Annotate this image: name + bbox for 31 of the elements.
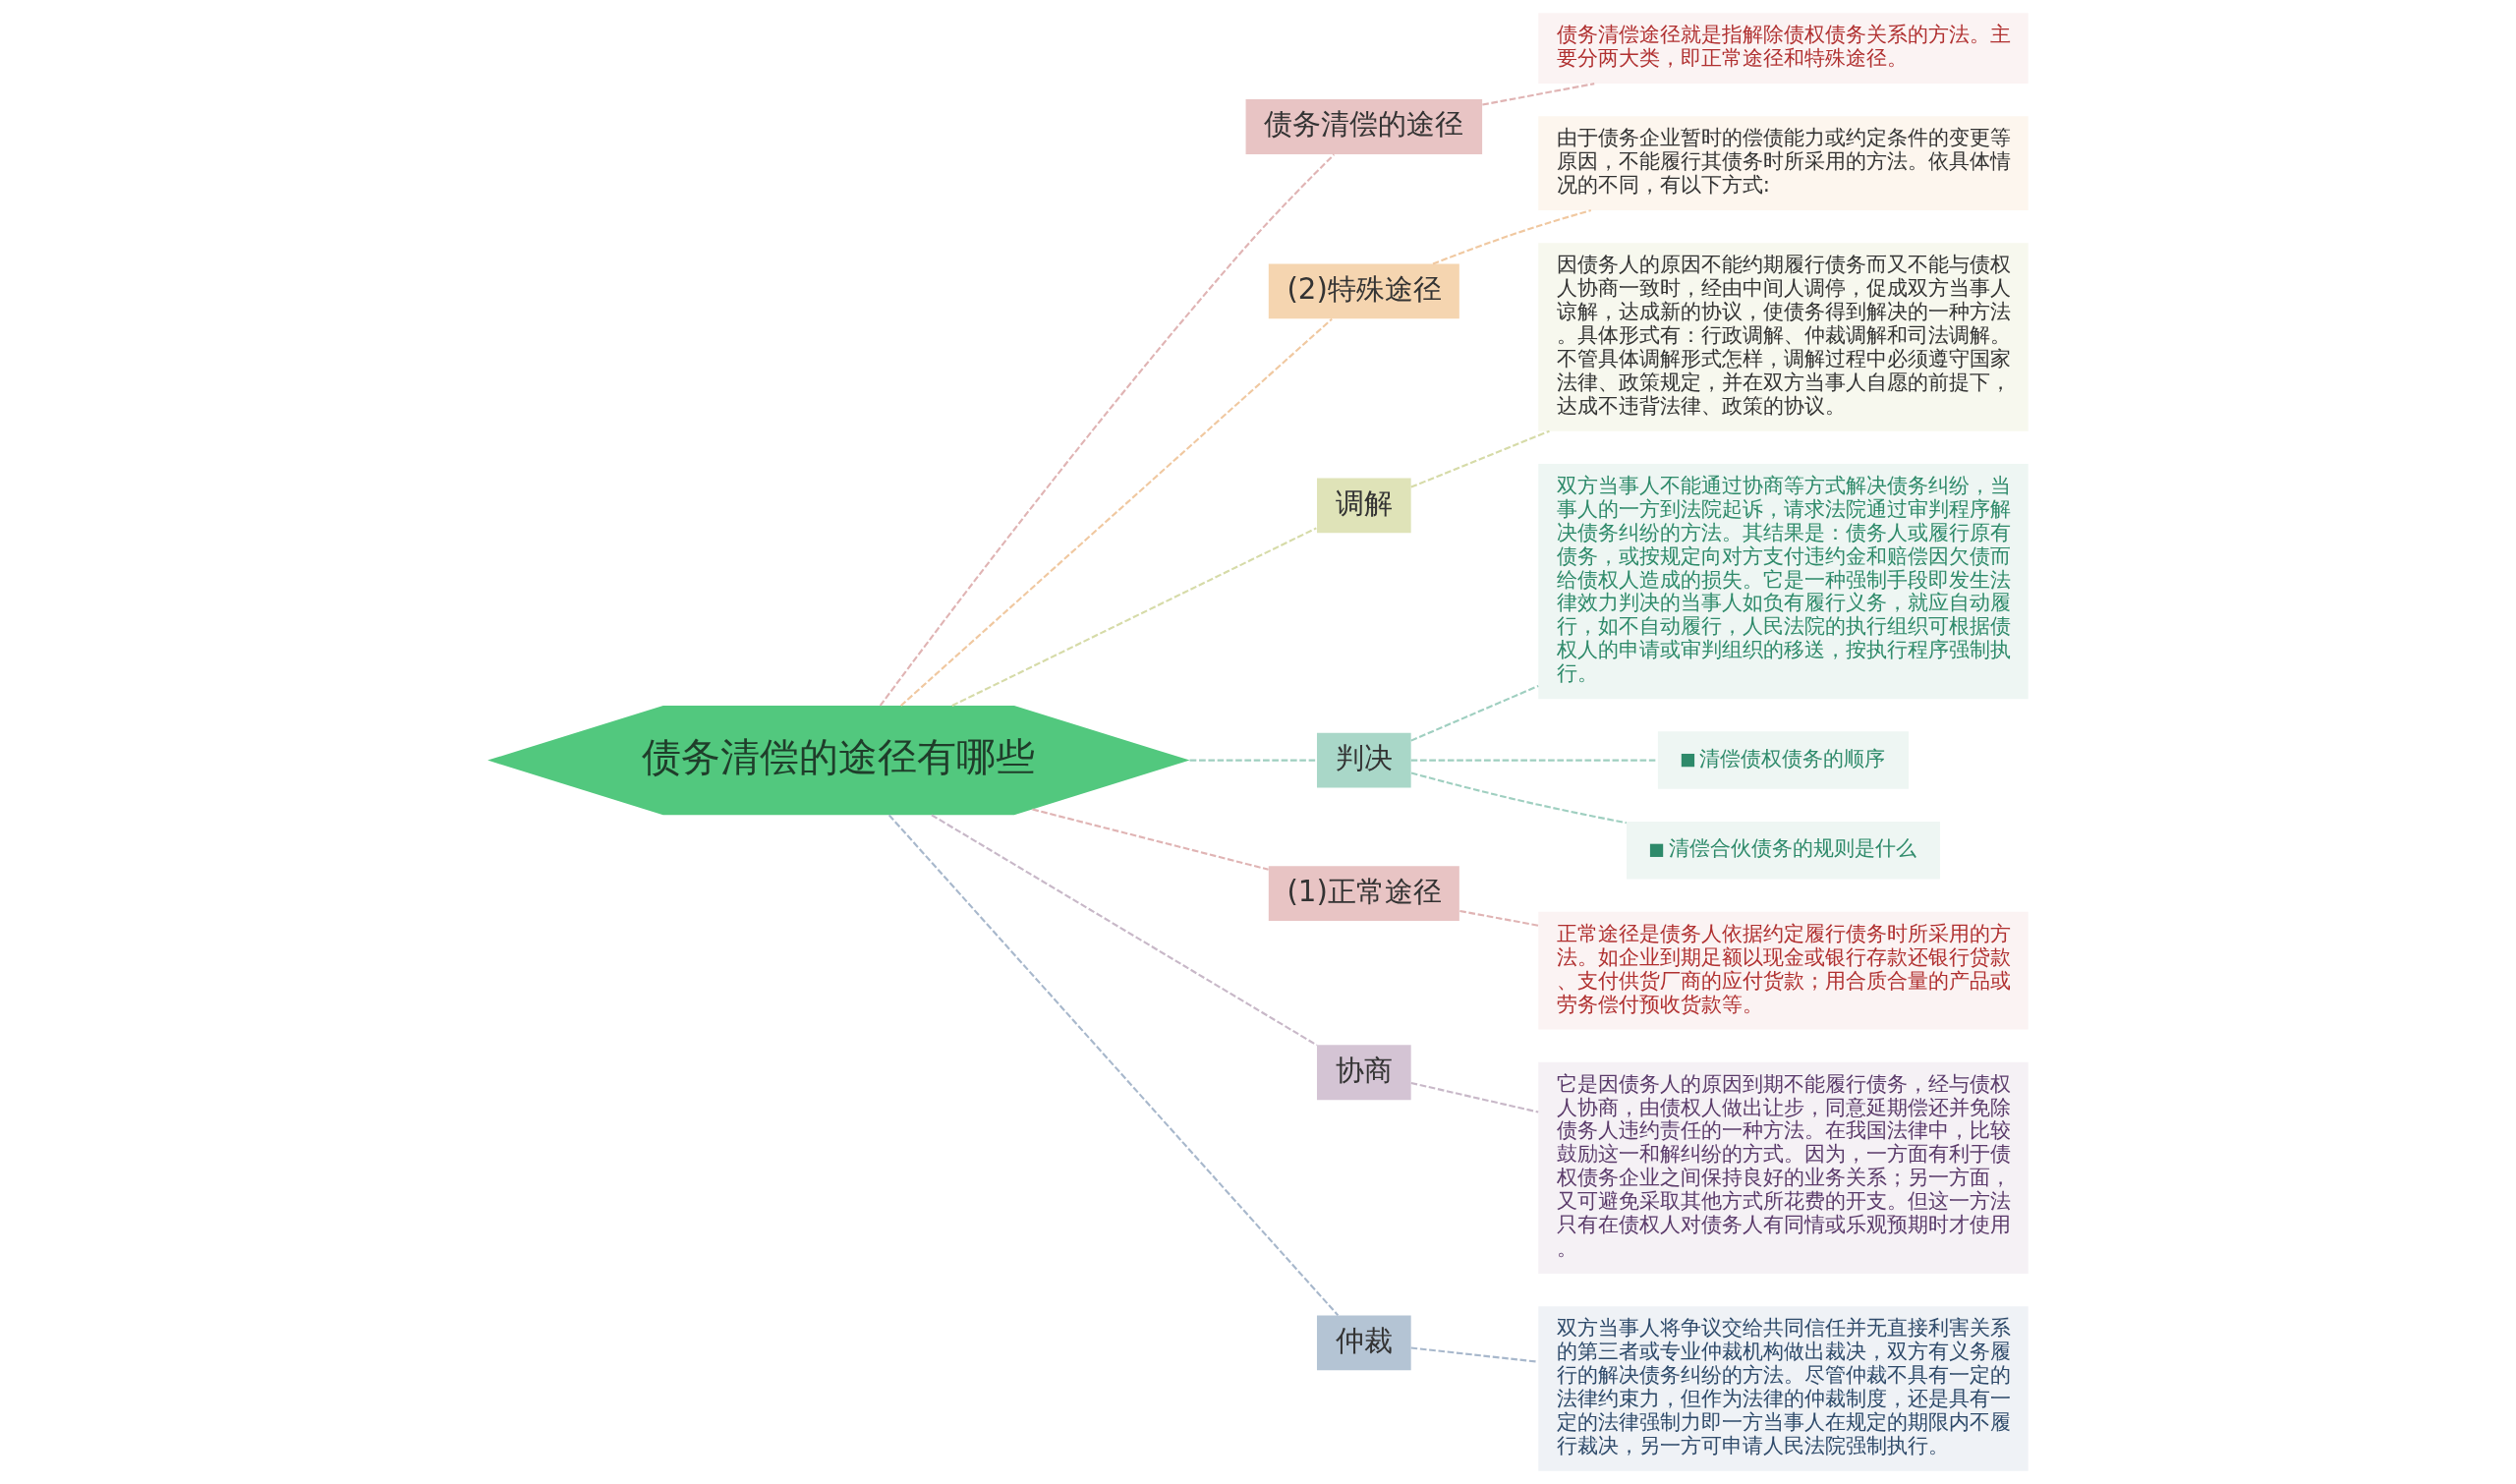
node-box: 清偿债权债务的顺序 <box>1657 731 1910 789</box>
connector <box>879 153 1336 707</box>
connector <box>1410 1346 1539 1363</box>
connector <box>1410 685 1539 742</box>
node-box: 债务清偿途径就是指解除债权债务关系的方法。主要分两大类，即正常途径和特殊途径。 <box>1538 13 2029 85</box>
node-box: 协商 <box>1317 1045 1411 1101</box>
connector <box>1410 759 1658 762</box>
node-box: 正常途径是债务人依据约定履行债务时所采用的方法。如企业到期足额以现金或银行存款还银行贷款、支付供货厂商的应付货款；用合质合量的产品或劳务偿付预收货款等。 <box>1538 911 2029 1030</box>
connector <box>951 527 1317 707</box>
node-box: 双方当事人不能通过协商等方式解决债务纠纷，当事人的一方到法院起诉，请求法院通过审判程序解决债务纠纷的方法。其结果是：债务人或履行原有债务，或按规定向对方支付违约金和赔偿因欠债而给债权人造成的损失。它是一种强制手段即发生法律效力判决的当事人如负有履行义务，就应自动履行，如不自动履行，人民法院的执行组织可根据债权人的申请或审判组织的移送，按执行程序强制执行。 <box>1538 463 2029 700</box>
connector <box>900 317 1333 707</box>
node-box: 仲裁 <box>1317 1315 1411 1371</box>
connector <box>1410 429 1550 488</box>
node-box: 债务清偿的途径 <box>1245 99 1483 154</box>
connector <box>1459 909 1539 927</box>
connector <box>931 814 1318 1047</box>
node-box: 调解 <box>1317 478 1411 534</box>
node-box: (1)正常途径 <box>1268 866 1459 922</box>
node-box: 它是因债务人的原因到期不能履行债务，经与债权人协商，由债权人做出让步，同意延期偿还并免除债务人违约责任的一种方法。在我国法律中，比较鼓励这一和解纠纷的方式。因为，一方面有利于债权债务企业之间保持良好的业务关系；另一方面，又可避免采取其他方式所花费的开支。但这一方法只有在债权人对债务人有同情或乐观预期时才使用。 <box>1538 1061 2029 1274</box>
connector <box>1410 771 1628 825</box>
node-box: 因债务人的原因不能约期履行债务而又不能与债权人协商一致时，经由中间人调停，促成双方当事人谅解，达成新的协议，使债务得到解决的一种方法。具体形式有：行政调解、仲裁调解和司法调解。不管具体调解形式怎样，调解过程中必须遵守国家法律、政策规定，并在双方当事人自愿的前提下，达成不违背法律、政策的协议。 <box>1538 243 2029 431</box>
node-box: 由于债务企业暂时的偿债能力或约定条件的变更等原因，不能履行其债务时所采用的方法。依具体情况的不同，有以下方式: <box>1538 116 2029 211</box>
connector <box>887 814 1340 1317</box>
node-box: 清偿合伙债务的规则是什么 <box>1627 822 1940 880</box>
connector <box>1189 759 1317 762</box>
connector <box>1032 808 1269 871</box>
connector <box>1410 1081 1539 1113</box>
connector <box>1432 209 1592 265</box>
node-box: (2)特殊途径 <box>1268 263 1459 319</box>
connector <box>1482 83 1595 106</box>
node-box: 判决 <box>1317 732 1411 788</box>
